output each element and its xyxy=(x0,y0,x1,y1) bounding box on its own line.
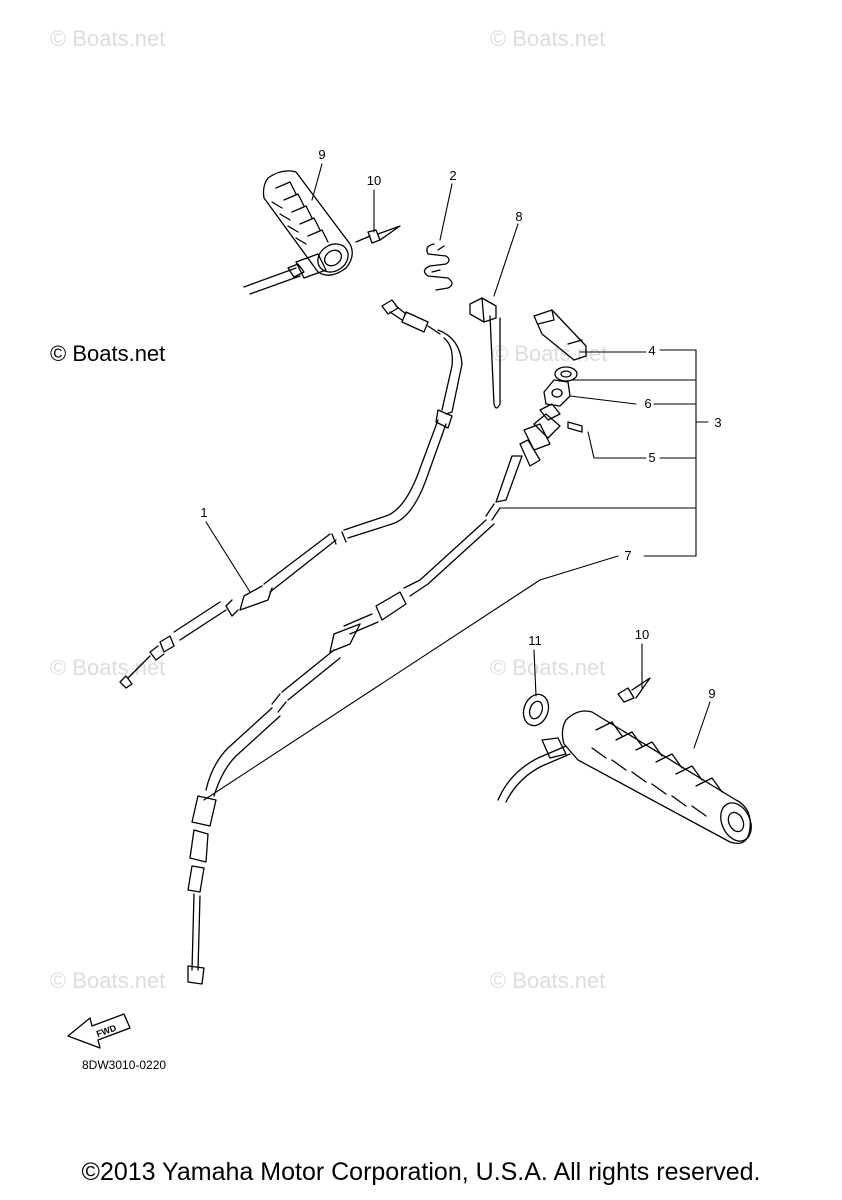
callout-3: 3 xyxy=(714,415,721,430)
cable-part-1 xyxy=(119,299,463,689)
nut-part xyxy=(543,366,578,407)
watermark-main: © Boats.net xyxy=(50,341,166,366)
cable-part-7 xyxy=(187,403,561,985)
grip-left-part xyxy=(243,170,353,295)
watermark-mid-right: © Boats.net xyxy=(490,655,606,680)
fwd-arrow-icon xyxy=(67,1013,131,1049)
callout-5: 5 xyxy=(648,450,655,465)
grip-right-part xyxy=(497,677,752,845)
watermark-mid-center: © Boats.net xyxy=(492,341,608,366)
callout-10-bottom: 10 xyxy=(635,627,649,642)
copyright-footer: ©2013 Yamaha Motor Corporation, U.S.A. A… xyxy=(81,1158,761,1186)
cable-tie-part xyxy=(469,297,501,409)
leader-lines xyxy=(203,163,711,801)
screw-upper-part xyxy=(355,225,401,244)
callout-2: 2 xyxy=(449,168,456,183)
callout-6: 6 xyxy=(644,396,651,411)
callout-11: 11 xyxy=(528,633,542,648)
pin-part xyxy=(567,421,583,433)
callout-1: 1 xyxy=(200,505,207,520)
clip-part xyxy=(423,243,453,291)
watermark-bottom-left: © Boats.net xyxy=(50,968,166,993)
watermark-bottom-right: © Boats.net xyxy=(490,968,606,993)
callout-9-bottom: 9 xyxy=(708,686,715,701)
callout-7: 7 xyxy=(624,548,631,563)
callout-8: 8 xyxy=(515,209,522,224)
bracket-part xyxy=(533,309,587,361)
callout-10-top: 10 xyxy=(367,173,381,188)
watermark-top-left: © Boats.net xyxy=(50,26,166,51)
diagram-code: 8DW3010-0220 xyxy=(82,1058,167,1072)
callout-9-top: 9 xyxy=(318,147,325,162)
watermark-top-right: © Boats.net xyxy=(490,26,606,51)
callout-4: 4 xyxy=(648,343,655,358)
